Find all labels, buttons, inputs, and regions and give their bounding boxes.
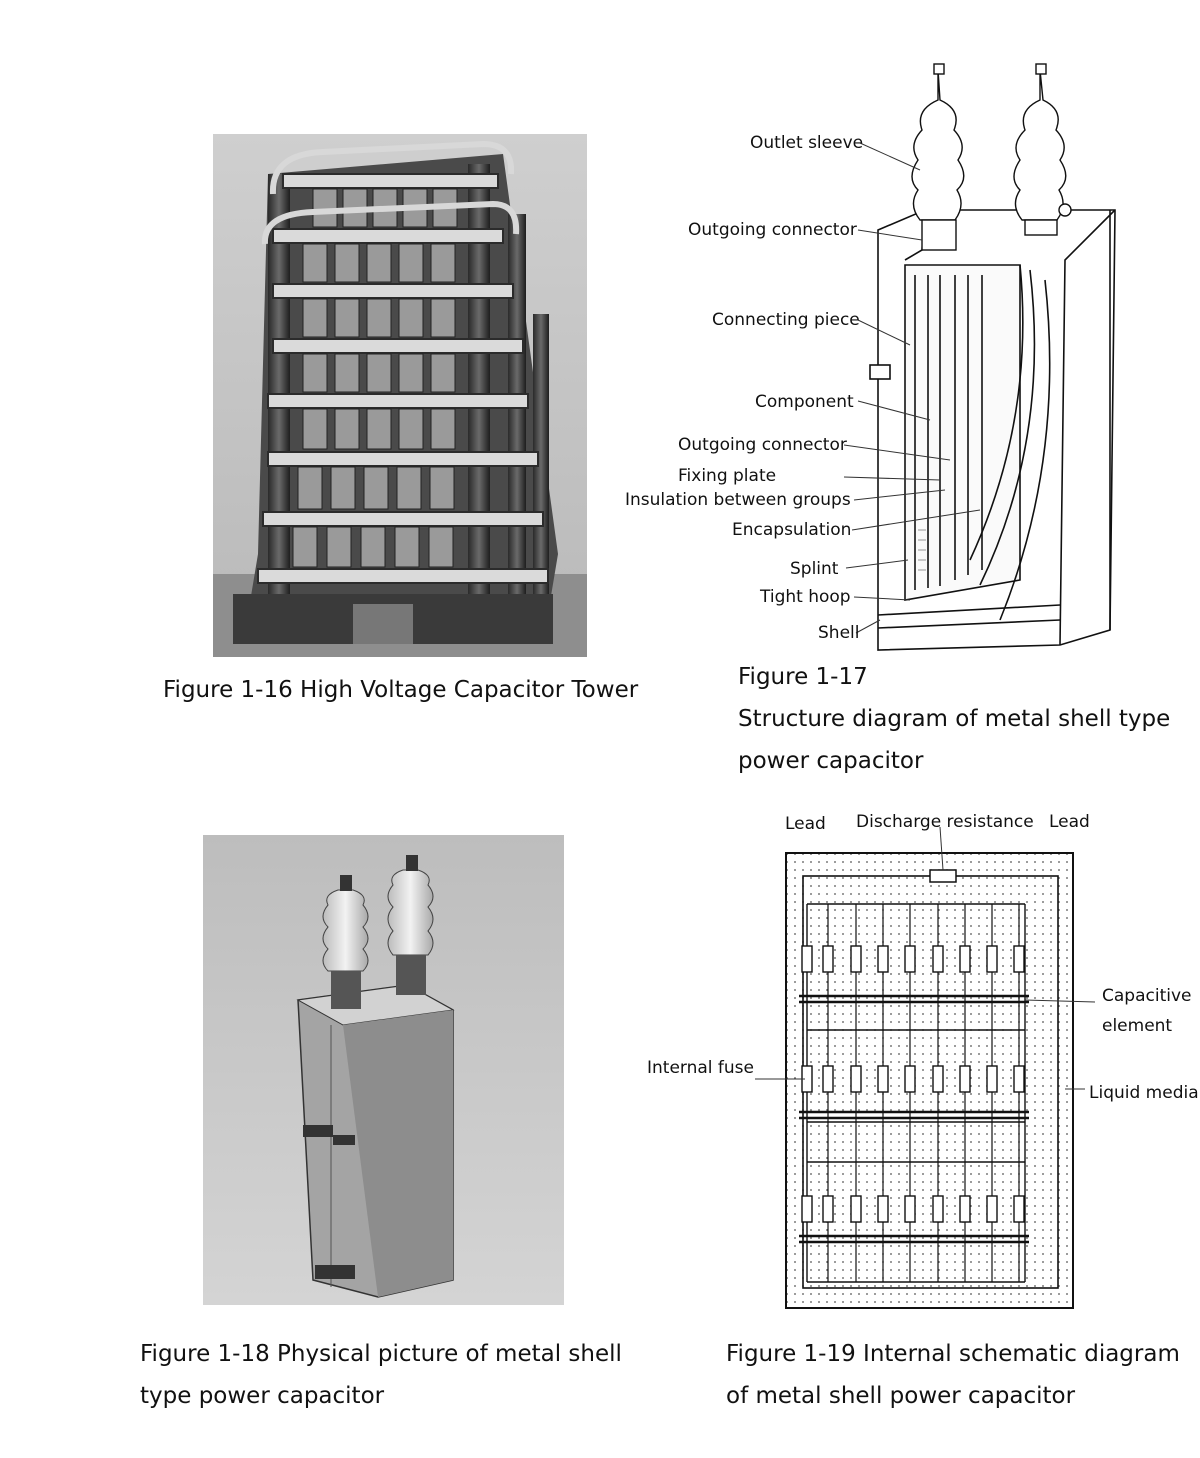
figure-1-18-caption-line1: Figure 1-18 Physical picture of metal sh… xyxy=(140,1341,622,1367)
capacitor-tower-photo xyxy=(213,134,587,657)
label-internal-fuse: Internal fuse xyxy=(647,1058,754,1078)
label-tight-hoop: Tight hoop xyxy=(760,587,851,607)
figure-1-17-caption-line2: power capacitor xyxy=(738,748,924,774)
label-lead-right: Lead xyxy=(1049,812,1090,832)
capacitor-structure-diagram xyxy=(843,63,1116,651)
label-insulation-between-groups: Insulation between groups xyxy=(625,490,851,510)
label-encapsulation: Encapsulation xyxy=(732,520,852,540)
figure-1-17-caption-line1: Structure diagram of metal shell type xyxy=(738,706,1171,732)
metal-shell-capacitor-photo xyxy=(203,835,564,1305)
figure-1-17-caption-number: Figure 1-17 xyxy=(738,664,868,690)
label-outgoing-connector-top: Outgoing connector xyxy=(688,220,857,240)
figure-1-19-caption-line1: Figure 1-19 Internal schematic diagram xyxy=(726,1341,1180,1367)
figure-1-18-caption-line2: type power capacitor xyxy=(140,1383,385,1409)
label-fixing-plate: Fixing plate xyxy=(678,466,777,486)
label-splint: Splint xyxy=(790,559,839,579)
label-connecting-piece: Connecting piece xyxy=(712,310,860,330)
label-component: Component xyxy=(755,392,854,412)
label-discharge-resistance: Discharge resistance xyxy=(856,812,1034,832)
label-lead-left: Lead xyxy=(785,814,826,834)
label-outlet-sleeve: Outlet sleeve xyxy=(750,133,864,153)
label-capacitive-element-line2: element xyxy=(1102,1016,1173,1036)
internal-schematic-diagram xyxy=(755,826,1096,1309)
label-shell: Shell xyxy=(818,623,860,643)
figure-1-19-caption-line2: of metal shell power capacitor xyxy=(726,1383,1076,1409)
label-capacitive-element-line1: Capacitive xyxy=(1102,986,1192,1006)
label-liquid-media: Liquid media xyxy=(1089,1083,1199,1103)
label-outgoing-connector-mid: Outgoing connector xyxy=(678,435,847,455)
figure-1-16-caption: Figure 1-16 High Voltage Capacitor Tower xyxy=(163,677,639,703)
